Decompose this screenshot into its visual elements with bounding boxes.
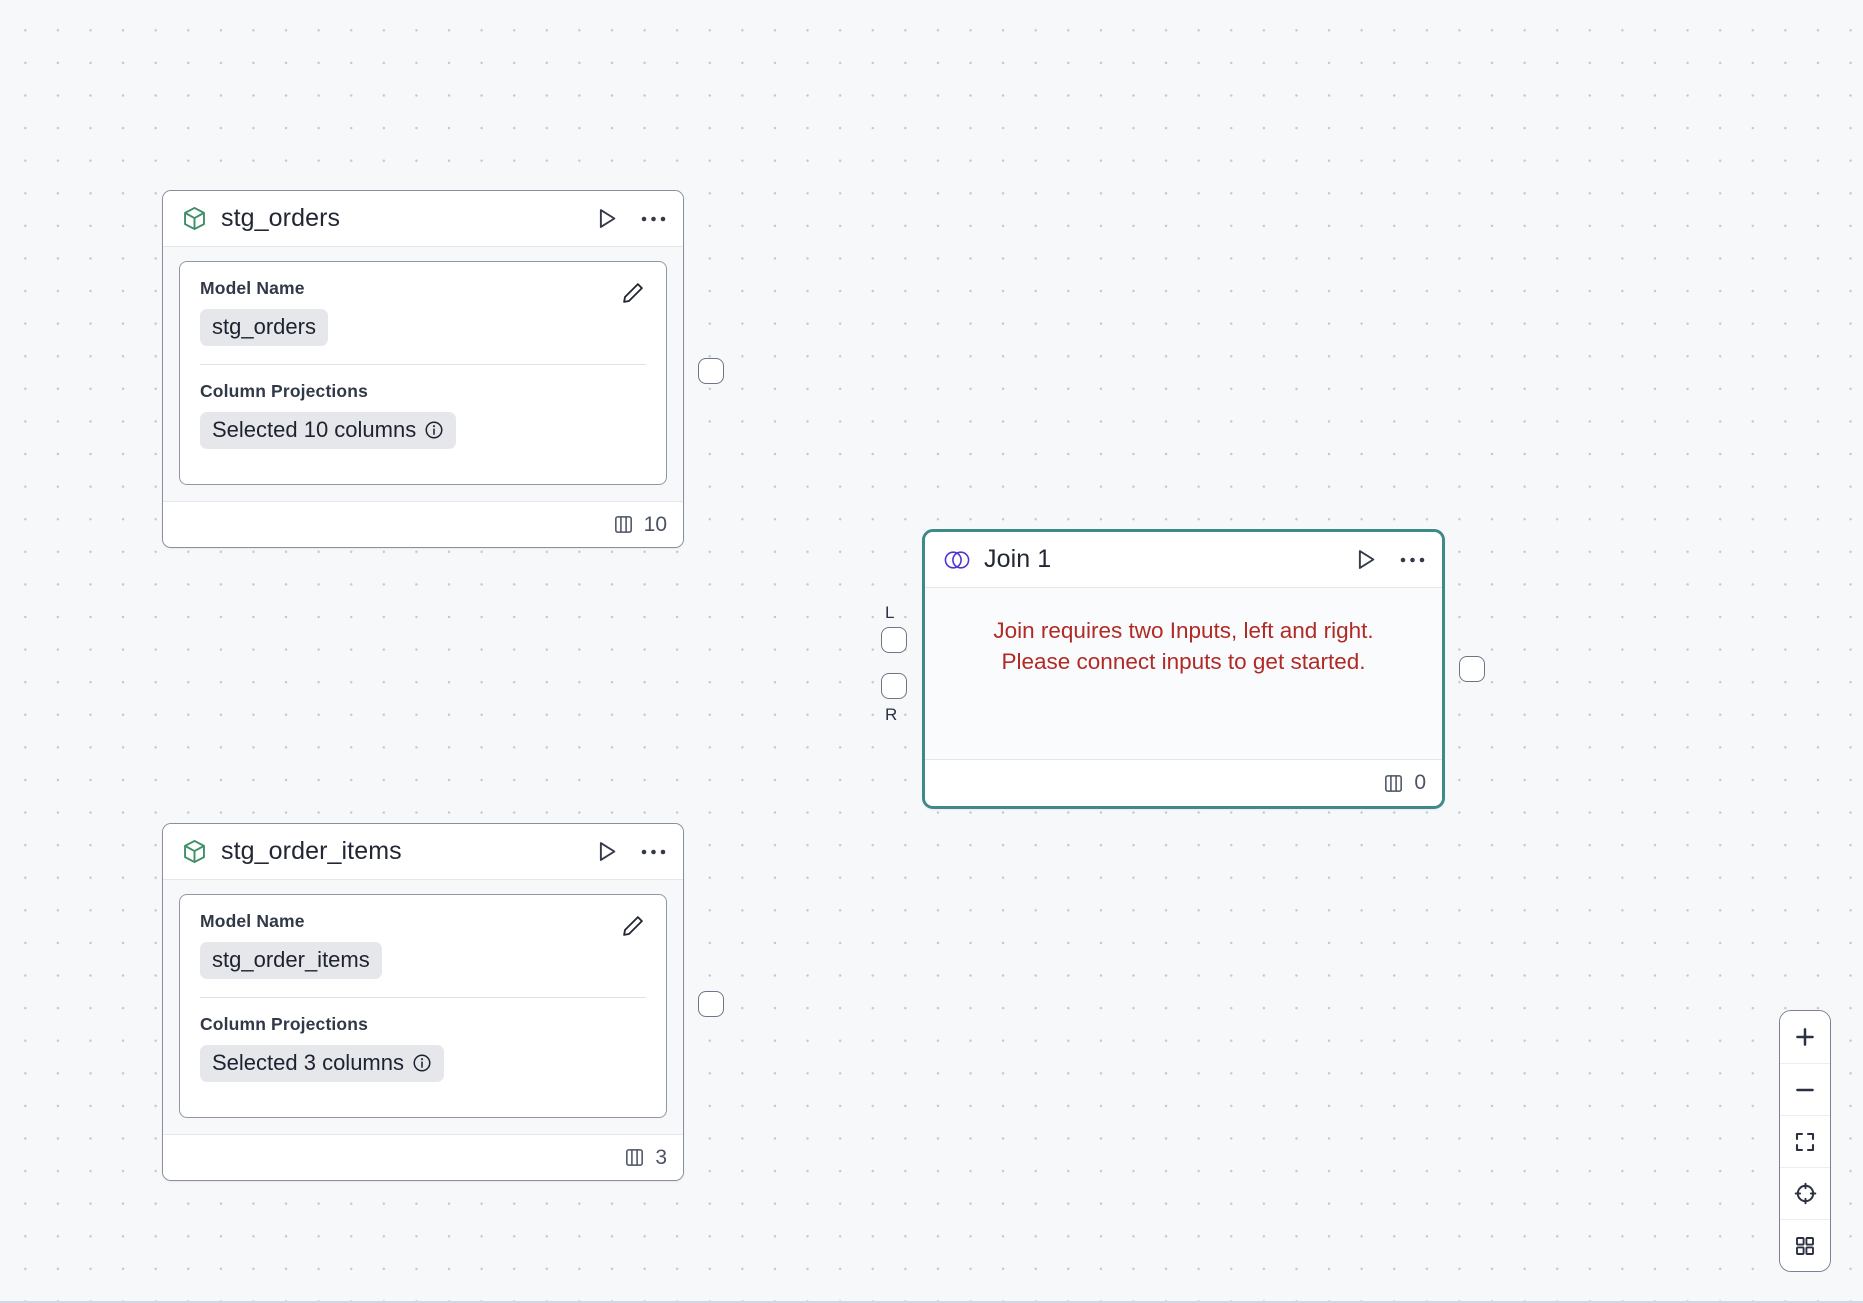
chip-model-name[interactable]: stg_orders: [200, 309, 328, 346]
chip-column-projections[interactable]: Selected 3 columns: [200, 1045, 444, 1083]
field-label-model-name: Model Name: [200, 278, 305, 298]
columns-icon: [612, 513, 635, 536]
node-config-card: Model Name stg_order_items Column Projec…: [179, 894, 667, 1118]
cube-icon: [181, 838, 208, 865]
node-stg-orders[interactable]: stg_orders Model Name: [162, 190, 684, 548]
zoom-controls-panel[interactable]: [1779, 1010, 1831, 1272]
join-warning-line-2: Please connect inputs to get started.: [1001, 648, 1366, 674]
field-label-column-projections: Column Projections: [200, 1014, 368, 1035]
output-port-stg-orders[interactable]: [698, 358, 724, 384]
join-warning-line-1: Join requires two Inputs, left and right…: [993, 618, 1374, 643]
node-join-1[interactable]: Join 1 Join requires two Inputs, left an…: [922, 529, 1445, 809]
column-count: 3: [655, 1145, 667, 1169]
zoom-in-button[interactable]: [1780, 1011, 1830, 1063]
divider: [200, 997, 646, 999]
node-header: stg_order_items: [163, 824, 683, 880]
node-body: Model Name stg_orders Column Projections: [163, 247, 683, 501]
pencil-icon[interactable]: [620, 280, 646, 306]
chip-text: Selected 3 columns: [212, 1050, 404, 1076]
field-label-model-name: Model Name: [200, 911, 305, 931]
join-input-label-right: R: [885, 705, 898, 724]
chip-column-projections[interactable]: Selected 10 columns: [200, 412, 457, 450]
info-icon[interactable]: [412, 1053, 432, 1073]
node-header: stg_orders: [163, 191, 683, 247]
chip-text: Selected 10 columns: [212, 417, 417, 443]
node-header: Join 1: [925, 532, 1442, 588]
join-input-label-left: L: [885, 603, 895, 622]
cube-icon: [181, 205, 208, 232]
node-title: Join 1: [984, 545, 1052, 573]
more-menu-button[interactable]: [1399, 555, 1426, 565]
join-circles-icon: [943, 549, 971, 571]
join-input-port-left[interactable]: [881, 627, 907, 653]
join-warning-area: Join requires two Inputs, left and right…: [925, 588, 1442, 760]
join-warning-message: Join requires two Inputs, left and right…: [925, 588, 1442, 678]
node-title: stg_order_items: [221, 837, 402, 865]
join-input-port-right[interactable]: [881, 673, 907, 699]
recenter-button[interactable]: [1780, 1167, 1830, 1219]
chip-model-name[interactable]: stg_order_items: [200, 942, 382, 979]
column-count: 0: [1414, 771, 1426, 794]
node-body: Model Name stg_order_items Column Projec…: [163, 880, 683, 1134]
run-button[interactable]: [593, 838, 620, 865]
node-title: stg_orders: [221, 204, 341, 232]
minimap-toggle-button[interactable]: [1780, 1219, 1830, 1271]
output-port-stg-order-items[interactable]: [698, 991, 724, 1017]
node-config-card: Model Name stg_orders Column Projections: [179, 261, 667, 485]
chip-text: stg_orders: [212, 314, 316, 339]
columns-icon: [623, 1146, 646, 1169]
run-button[interactable]: [1352, 546, 1379, 573]
column-count: 10: [643, 512, 667, 536]
field-label-column-projections: Column Projections: [200, 381, 368, 402]
info-icon[interactable]: [424, 420, 444, 440]
chip-text: stg_order_items: [212, 947, 370, 972]
more-menu-button[interactable]: [640, 847, 667, 857]
fit-view-button[interactable]: [1780, 1115, 1830, 1167]
node-stg-order-items[interactable]: stg_order_items Model Name: [162, 823, 684, 1181]
divider: [200, 364, 646, 366]
node-footer: 10: [163, 501, 683, 547]
join-output-port[interactable]: [1459, 656, 1485, 682]
node-footer: 3: [163, 1134, 683, 1180]
pencil-icon[interactable]: [620, 913, 646, 939]
run-button[interactable]: [593, 205, 620, 232]
zoom-out-button[interactable]: [1780, 1063, 1830, 1115]
more-menu-button[interactable]: [640, 214, 667, 224]
node-footer: 0: [925, 760, 1442, 806]
columns-icon: [1382, 772, 1405, 795]
